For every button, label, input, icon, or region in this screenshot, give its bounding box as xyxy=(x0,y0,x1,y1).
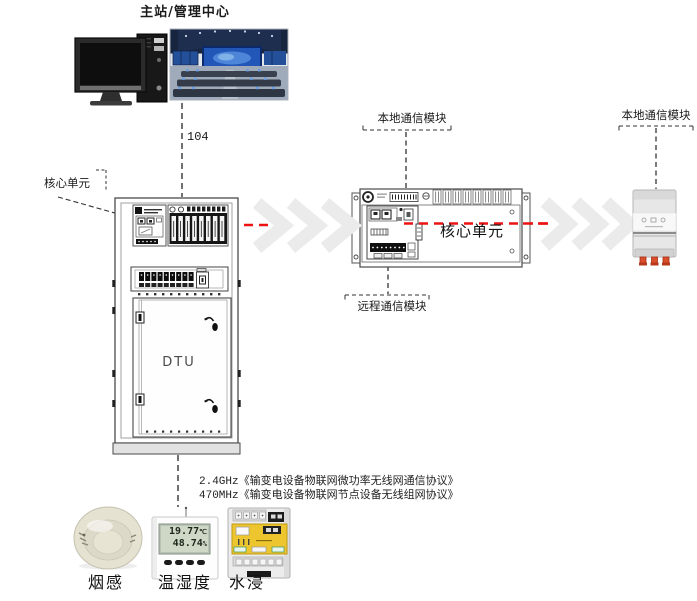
local-comm-module-label-right: 本地通信模块 xyxy=(621,108,691,122)
door-handle-bottom xyxy=(204,398,218,413)
comm-rack-device xyxy=(351,188,531,268)
control-room-image xyxy=(169,28,289,101)
antenna-connectors xyxy=(639,256,670,266)
scada-protocol-label: 104 xyxy=(187,130,209,144)
cabinet-terminal-row xyxy=(130,266,229,292)
rack-vent-grilles xyxy=(432,189,512,205)
lcd-temperature-row: 19.77℃ xyxy=(169,526,207,537)
lcd-humidity-row: 48.74% xyxy=(172,538,207,549)
dtu-cabinet xyxy=(112,197,241,455)
rack-core-unit-label: 核心单元 xyxy=(439,222,504,240)
door-handle-top xyxy=(204,316,218,331)
lcd-display: 19.77℃ 48.74% xyxy=(162,526,207,550)
smoke-sensor-label: 烟感 xyxy=(87,573,124,592)
protocol-note-2_4ghz: 2.4GHz《输变电设备物联网微功率无线网通信协议》 xyxy=(199,476,459,488)
temp-humidity-sensor-label: 温湿度 xyxy=(157,573,212,592)
diagram-title: 主站/管理中心 xyxy=(140,5,230,20)
remote-comm-module-label: 远程通信模块 xyxy=(357,299,427,313)
smoke-sensor xyxy=(73,506,143,570)
cabinet-screw-strip xyxy=(138,293,221,296)
rack-core-module xyxy=(366,205,423,260)
cabinet-core-unit-module xyxy=(132,204,167,247)
wireless-node-device xyxy=(632,189,677,266)
water-sensor-label: 水浸 xyxy=(228,573,265,592)
local-comm-module-label-mid: 本地通信模块 xyxy=(377,111,447,125)
dtu-door-label: DTU xyxy=(162,355,196,370)
water-sensor xyxy=(227,507,291,579)
master-station-computer xyxy=(74,33,168,106)
cabinet-slot-unit xyxy=(167,204,229,247)
device-buttons xyxy=(164,560,205,565)
cabinet-door xyxy=(132,297,232,438)
cabinet-core-unit-label: 核心单元 xyxy=(44,176,90,190)
temp-humidity-sensor xyxy=(151,506,219,580)
connection-lines xyxy=(57,103,694,507)
protocol-note-470mhz: 470MHz《输变电设备物联网节点设备无线组网协议》 xyxy=(199,490,459,502)
flow-arrows xyxy=(252,197,640,253)
